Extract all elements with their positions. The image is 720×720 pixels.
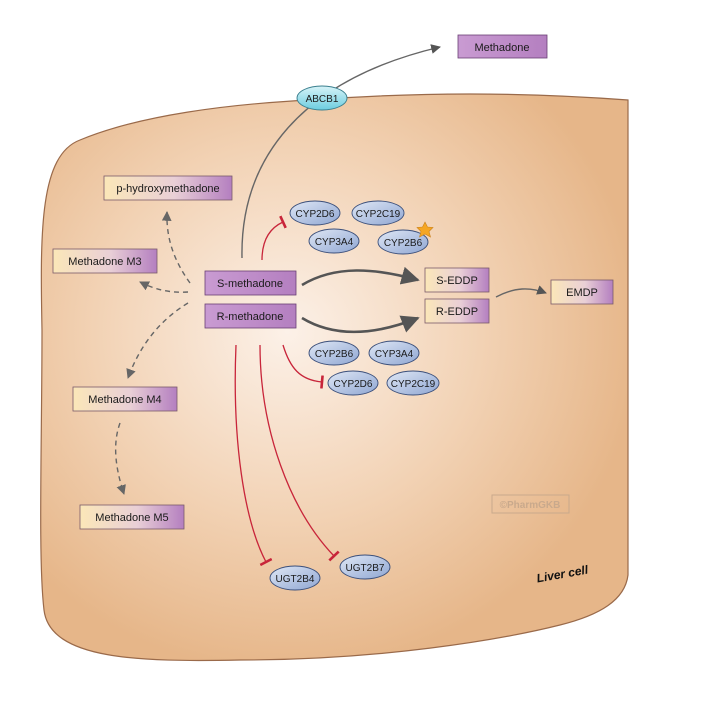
label-methadone-m4: Methadone M4: [88, 394, 161, 406]
label-ugt2b4: UGT2B4: [276, 574, 315, 585]
watermark-text: ©PharmGKB: [500, 500, 561, 511]
enzyme-cyp2c19-top[interactable]: CYP2C19: [351, 200, 405, 226]
enzyme-cyp2c19-bottom[interactable]: CYP2C19: [386, 370, 440, 396]
inhibition-cyp2d6-top: [261, 215, 287, 261]
enzyme-ugt2b7[interactable]: UGT2B7: [339, 554, 391, 580]
inhibition-ugt2b4: [234, 344, 273, 567]
enzyme-cyp3a4-bottom[interactable]: CYP3A4: [368, 340, 420, 366]
label-methadone-m5: Methadone M5: [95, 512, 168, 524]
label-cyp2b6-top: CYP2B6: [384, 238, 423, 249]
compound-s-eddp[interactable]: S-EDDP: [424, 267, 490, 293]
enzyme-cyp3a4-top[interactable]: CYP3A4: [308, 228, 360, 254]
label-cyp3a4-top: CYP3A4: [315, 237, 354, 248]
star-icon: [416, 221, 434, 238]
pharmgkb-watermark: ©PharmGKB: [491, 494, 570, 514]
arrow-r-to-reddp: [301, 315, 420, 334]
label-emdp: EMDP: [566, 287, 598, 299]
enzyme-cyp2d6-bottom[interactable]: CYP2D6: [327, 370, 379, 396]
efflux-arrow: [241, 44, 441, 259]
compound-s-methadone[interactable]: S-methadone: [204, 270, 297, 296]
compound-methadone-extracellular[interactable]: Methadone: [457, 34, 548, 59]
arrow-to-m3: [139, 281, 189, 293]
arrow-m4-to-m5: [115, 422, 126, 495]
label-cyp2d6-bottom: CYP2D6: [334, 379, 373, 390]
enzyme-cyp2b6-bottom[interactable]: CYP2B6: [308, 340, 360, 366]
label-s-methadone: S-methadone: [217, 278, 283, 290]
arrow-to-p-hydroxy: [161, 211, 191, 284]
label-cyp2c19-bottom: CYP2C19: [391, 379, 436, 390]
arrow-s-to-seddp: [301, 266, 420, 287]
label-ugt2b7: UGT2B7: [346, 563, 385, 574]
inhibition-cyp2d6-bottom: [282, 344, 324, 389]
label-cyp2d6-top: CYP2D6: [296, 209, 335, 220]
compound-methadone-m3[interactable]: Methadone M3: [52, 248, 158, 274]
label-methadone-m3: Methadone M3: [68, 256, 141, 268]
arrow-to-m4: [126, 302, 189, 379]
inhibition-ugt2b7: [259, 344, 340, 562]
label-s-eddp: S-EDDP: [436, 275, 478, 287]
compound-methadone-m4[interactable]: Methadone M4: [72, 386, 178, 412]
label-cyp3a4-bottom: CYP3A4: [375, 349, 414, 360]
label-p-hydroxymethadone: p-hydroxymethadone: [116, 183, 219, 195]
compound-r-methadone[interactable]: R-methadone: [204, 303, 297, 329]
enzyme-cyp2d6-top[interactable]: CYP2D6: [289, 200, 341, 226]
compound-r-eddp[interactable]: R-EDDP: [424, 298, 490, 324]
enzyme-cyp2b6-top[interactable]: CYP2B6: [377, 229, 429, 255]
compound-p-hydroxymethadone[interactable]: p-hydroxymethadone: [103, 175, 233, 201]
enzyme-ugt2b4[interactable]: UGT2B4: [269, 565, 321, 591]
label-abcb1: ABCB1: [306, 94, 339, 105]
arrow-eddp-to-emdp: [495, 285, 547, 298]
compound-emdp[interactable]: EMDP: [550, 279, 614, 305]
label-r-methadone: R-methadone: [217, 311, 284, 323]
label-cyp2c19-top: CYP2C19: [356, 209, 401, 220]
label-methadone-out: Methadone: [474, 42, 529, 54]
compound-methadone-m5[interactable]: Methadone M5: [79, 504, 185, 530]
label-r-eddp: R-EDDP: [436, 306, 478, 318]
transporter-abcb1[interactable]: ABCB1: [296, 85, 348, 111]
label-cyp2b6-bottom: CYP2B6: [315, 349, 354, 360]
